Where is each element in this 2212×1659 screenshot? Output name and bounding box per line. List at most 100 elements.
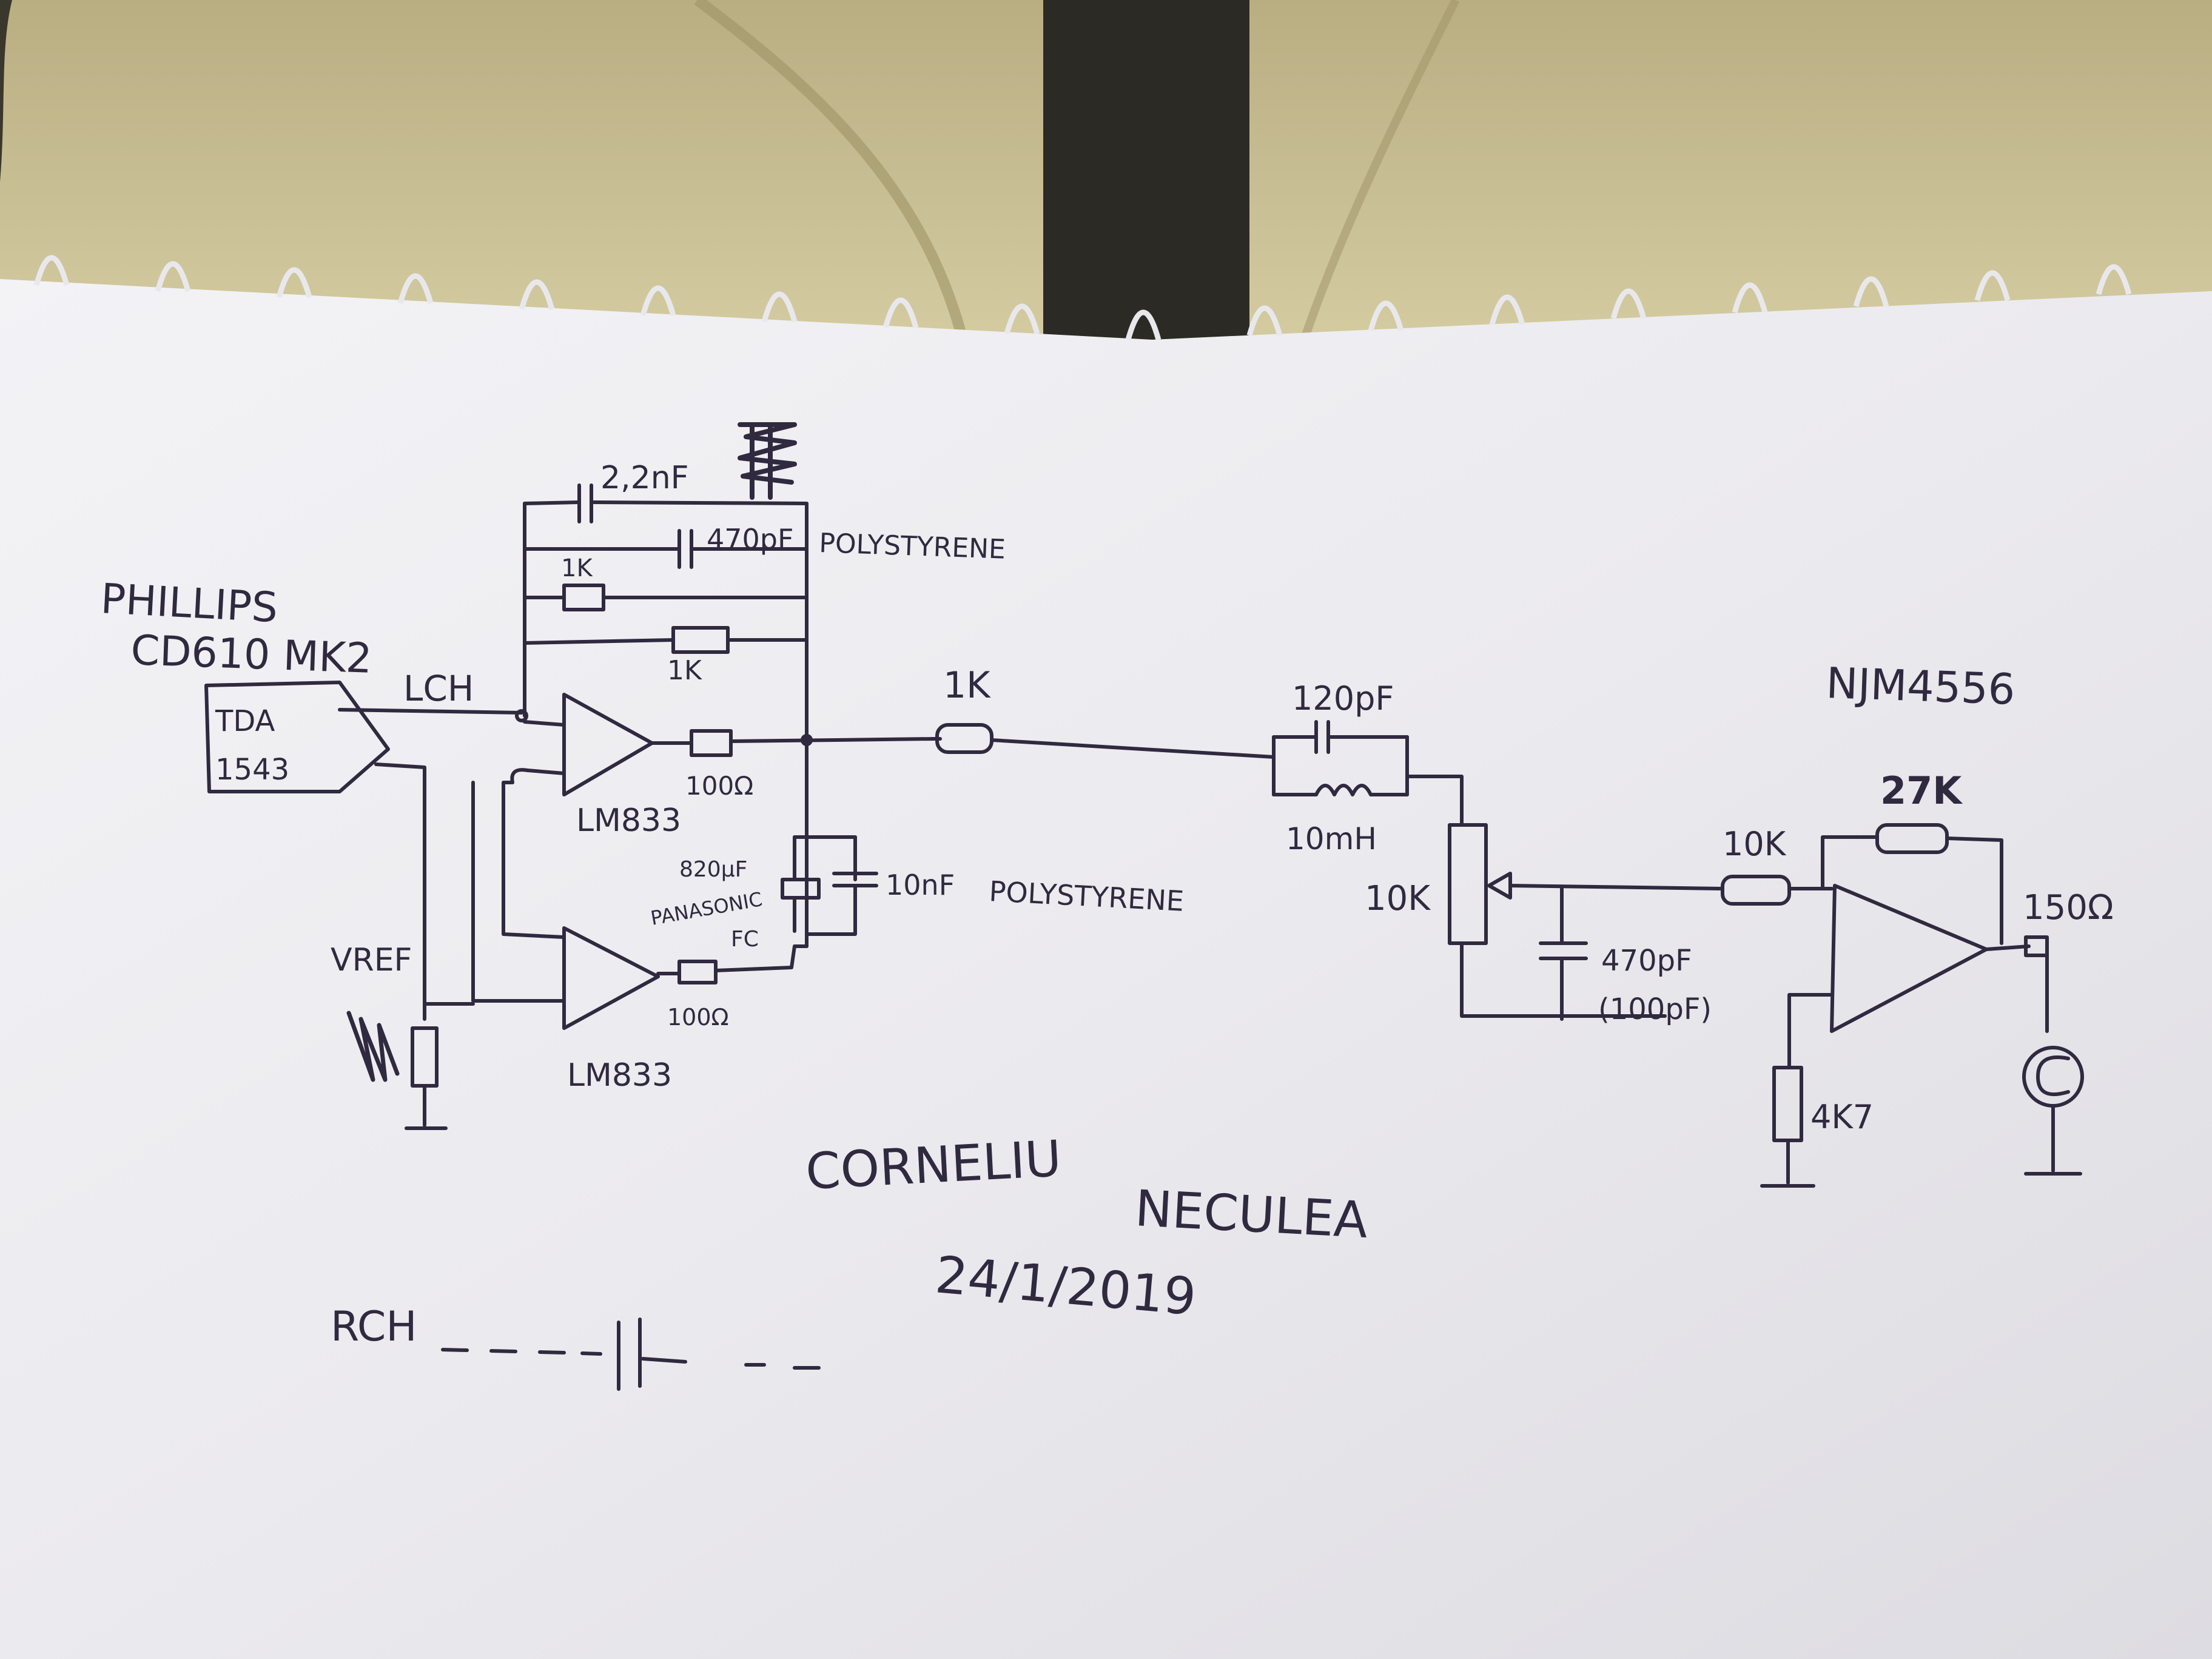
label-r-input: 10K bbox=[1723, 825, 1787, 863]
wire-vref-bus bbox=[471, 781, 566, 1003]
junction-dot bbox=[515, 709, 528, 722]
label-c-shunt: 470pF bbox=[1601, 944, 1692, 978]
wire-fb-27k-right bbox=[1945, 836, 2003, 945]
coil bbox=[882, 297, 919, 329]
label-c-electrolytic-series: FC bbox=[731, 927, 759, 952]
wire-wiper-out bbox=[1508, 884, 1724, 890]
wire-series-out bbox=[990, 738, 1276, 759]
wire-opamp3-out bbox=[1985, 944, 2031, 951]
label-c-filter: 120pF bbox=[1292, 679, 1394, 718]
wire-pot-bottom bbox=[1460, 941, 1667, 1018]
background bbox=[0, 0, 2212, 425]
label-r-feedback-2: 1K bbox=[667, 655, 702, 686]
dark-gap bbox=[1043, 0, 1249, 388]
resistor-150 bbox=[2024, 935, 2049, 957]
capacitor-820u bbox=[781, 878, 821, 900]
coil bbox=[1125, 309, 1161, 341]
coil bbox=[640, 285, 676, 317]
wire-dac-down bbox=[374, 762, 426, 1021]
output-jack-inner bbox=[2036, 1055, 2070, 1096]
label-opamp-3: NJM4556 bbox=[1825, 658, 2015, 715]
wire-hop bbox=[502, 768, 566, 939]
coil bbox=[1004, 303, 1040, 335]
wire-opamp1-out-b bbox=[729, 737, 936, 743]
coil bbox=[519, 279, 555, 311]
schematic bbox=[204, 422, 2084, 1391]
opamp-1-symbol bbox=[562, 693, 654, 796]
resistor-100-a bbox=[690, 729, 733, 757]
coil bbox=[1610, 288, 1647, 320]
inductor-10mh bbox=[1272, 784, 1409, 796]
label-r-gain: 27K bbox=[1880, 769, 1963, 813]
coil bbox=[1368, 300, 1404, 332]
label-author-first: CORNELIU bbox=[804, 1130, 1063, 1201]
wire-fb-4a bbox=[523, 638, 675, 645]
coil bbox=[1732, 282, 1768, 314]
wire-4k7-gnd bbox=[1760, 1139, 1815, 1188]
fabric-left-knee bbox=[0, 0, 1064, 388]
scribble bbox=[738, 422, 797, 500]
coil bbox=[1489, 294, 1525, 326]
wire-vref-gnd bbox=[405, 1084, 448, 1130]
label-inductor: 10mH bbox=[1286, 821, 1377, 856]
wire-fb-27k-left bbox=[1821, 835, 1879, 890]
coil bbox=[761, 291, 798, 323]
wire-fb-1 bbox=[523, 500, 581, 505]
wire-opamp1-minus bbox=[523, 720, 566, 727]
coil bbox=[155, 261, 191, 292]
label-source-brand: PHILLIPS bbox=[99, 575, 279, 632]
coil bbox=[276, 267, 312, 298]
rch-dashes bbox=[641, 1357, 821, 1370]
label-r-out-1: 100Ω bbox=[685, 771, 753, 801]
label-polystyrene-1: POLYSTYRENE bbox=[819, 528, 1006, 565]
coil bbox=[1246, 305, 1283, 337]
wire-filter-join bbox=[1405, 735, 1464, 827]
label-left-channel: LCH bbox=[403, 668, 474, 709]
coil bbox=[1974, 270, 2011, 301]
label-r-series: 1K bbox=[943, 664, 991, 707]
junction-dot bbox=[801, 734, 813, 746]
label-right-channel: RCH bbox=[331, 1303, 417, 1351]
label-dac-number: 1543 bbox=[215, 753, 289, 787]
label-r-feedback-1: 1K bbox=[561, 554, 593, 582]
rch-dashes bbox=[441, 1348, 602, 1356]
coil bbox=[33, 255, 70, 286]
wire-opamp3-plus bbox=[1787, 993, 1834, 1069]
spiral-binding bbox=[33, 255, 2132, 341]
label-c-feedback-second: 470pF bbox=[707, 523, 793, 556]
label-r-output: 150Ω bbox=[2023, 888, 2114, 927]
wire-opamp2-out-b bbox=[714, 944, 808, 972]
label-c-shunt-alt: (100pF) bbox=[1598, 992, 1712, 1026]
dac-block bbox=[204, 681, 390, 793]
coil bbox=[2096, 264, 2132, 295]
label-r-bias: 4K7 bbox=[1810, 1098, 1874, 1136]
rch-capacitor bbox=[617, 1317, 642, 1391]
label-vref: VREF bbox=[331, 942, 412, 978]
wire-dac-out bbox=[338, 708, 523, 715]
scribble bbox=[346, 1011, 400, 1082]
wire-opamp1-plus bbox=[526, 769, 566, 775]
opamp-3-symbol bbox=[1830, 884, 1988, 1033]
wire-cap-f bbox=[805, 835, 857, 936]
coil bbox=[1853, 276, 1889, 308]
fabric-right-knee bbox=[1217, 0, 2212, 388]
label-c-electrolytic: 820µF bbox=[679, 857, 747, 882]
opamp-2-symbol bbox=[562, 926, 660, 1030]
label-r-out-2: 100Ω bbox=[667, 1004, 729, 1031]
coil bbox=[397, 273, 434, 305]
label-pot: 10K bbox=[1365, 879, 1431, 918]
label-dac-name: TDA bbox=[215, 704, 275, 738]
label-opamp-1: LM833 bbox=[576, 803, 681, 839]
label-c-feedback-top: 2,2nF bbox=[600, 460, 689, 496]
labels: PHILLIPS CD610 MK2 TDA 1543 LCH 2,2nF 47… bbox=[99, 460, 2114, 1351]
fabric-fold bbox=[694, 0, 976, 377]
wire-fb-1b bbox=[590, 500, 808, 505]
wire-jack-gnd bbox=[2024, 1104, 2082, 1176]
label-author-last: NECULEA bbox=[1134, 1180, 1369, 1250]
fabric-fold bbox=[1288, 0, 1460, 378]
label-source-model: CD610 MK2 bbox=[130, 627, 372, 683]
label-c-film: 10nF bbox=[886, 869, 955, 901]
capacitor-470p-b bbox=[1539, 887, 1588, 1021]
paper-sheet bbox=[0, 279, 2212, 1659]
